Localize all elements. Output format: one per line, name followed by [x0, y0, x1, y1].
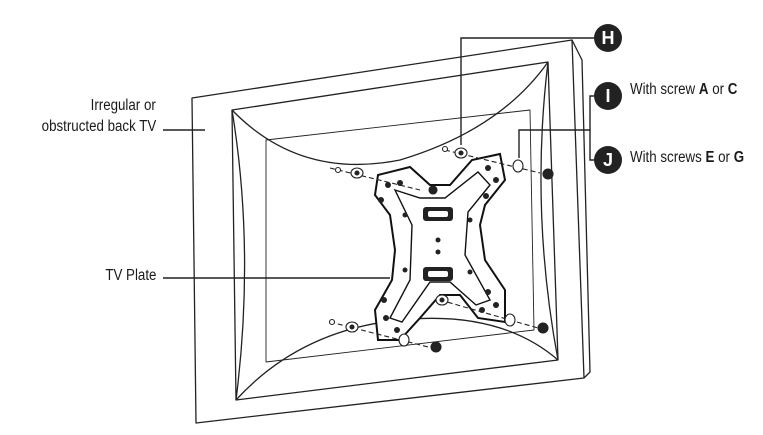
- leader-j: [589, 130, 594, 161]
- tv-back-label-line2: obstructed back TV: [41, 118, 156, 135]
- callout-j-screw1: E: [705, 149, 715, 166]
- mounting-hardware: [328, 145, 554, 353]
- tv-plate-label: TV Plate: [104, 267, 156, 284]
- callout-j-screw2: G: [733, 149, 745, 166]
- callout-j-badge: J: [594, 146, 622, 174]
- tv-flat-area: [265, 109, 535, 363]
- tv-bulge-top: [231, 61, 549, 166]
- tv-back-outline: [191, 39, 585, 424]
- tv-back-label-line1: Irregular or: [90, 97, 156, 114]
- callout-i-prefix: With screw: [630, 81, 699, 98]
- tv-bulge-right: [540, 61, 559, 361]
- callout-j-conj: or: [714, 149, 734, 166]
- callout-j-text: With screws E or G: [630, 148, 744, 168]
- callout-h-badge: H: [594, 24, 622, 52]
- callout-i-text: With screw A or C: [630, 80, 737, 100]
- leader-h: [460, 37, 594, 145]
- tv-side-edge: [571, 39, 591, 379]
- callout-j-prefix: With screws: [630, 149, 706, 166]
- tv-bulge-left: [231, 109, 246, 401]
- callout-i-badge: I: [594, 82, 622, 110]
- callout-i-screw1: A: [698, 81, 709, 98]
- tv-plate-bracket: [373, 152, 507, 341]
- callout-i-screw2: C: [727, 81, 738, 98]
- callout-i-conj: or: [708, 81, 728, 98]
